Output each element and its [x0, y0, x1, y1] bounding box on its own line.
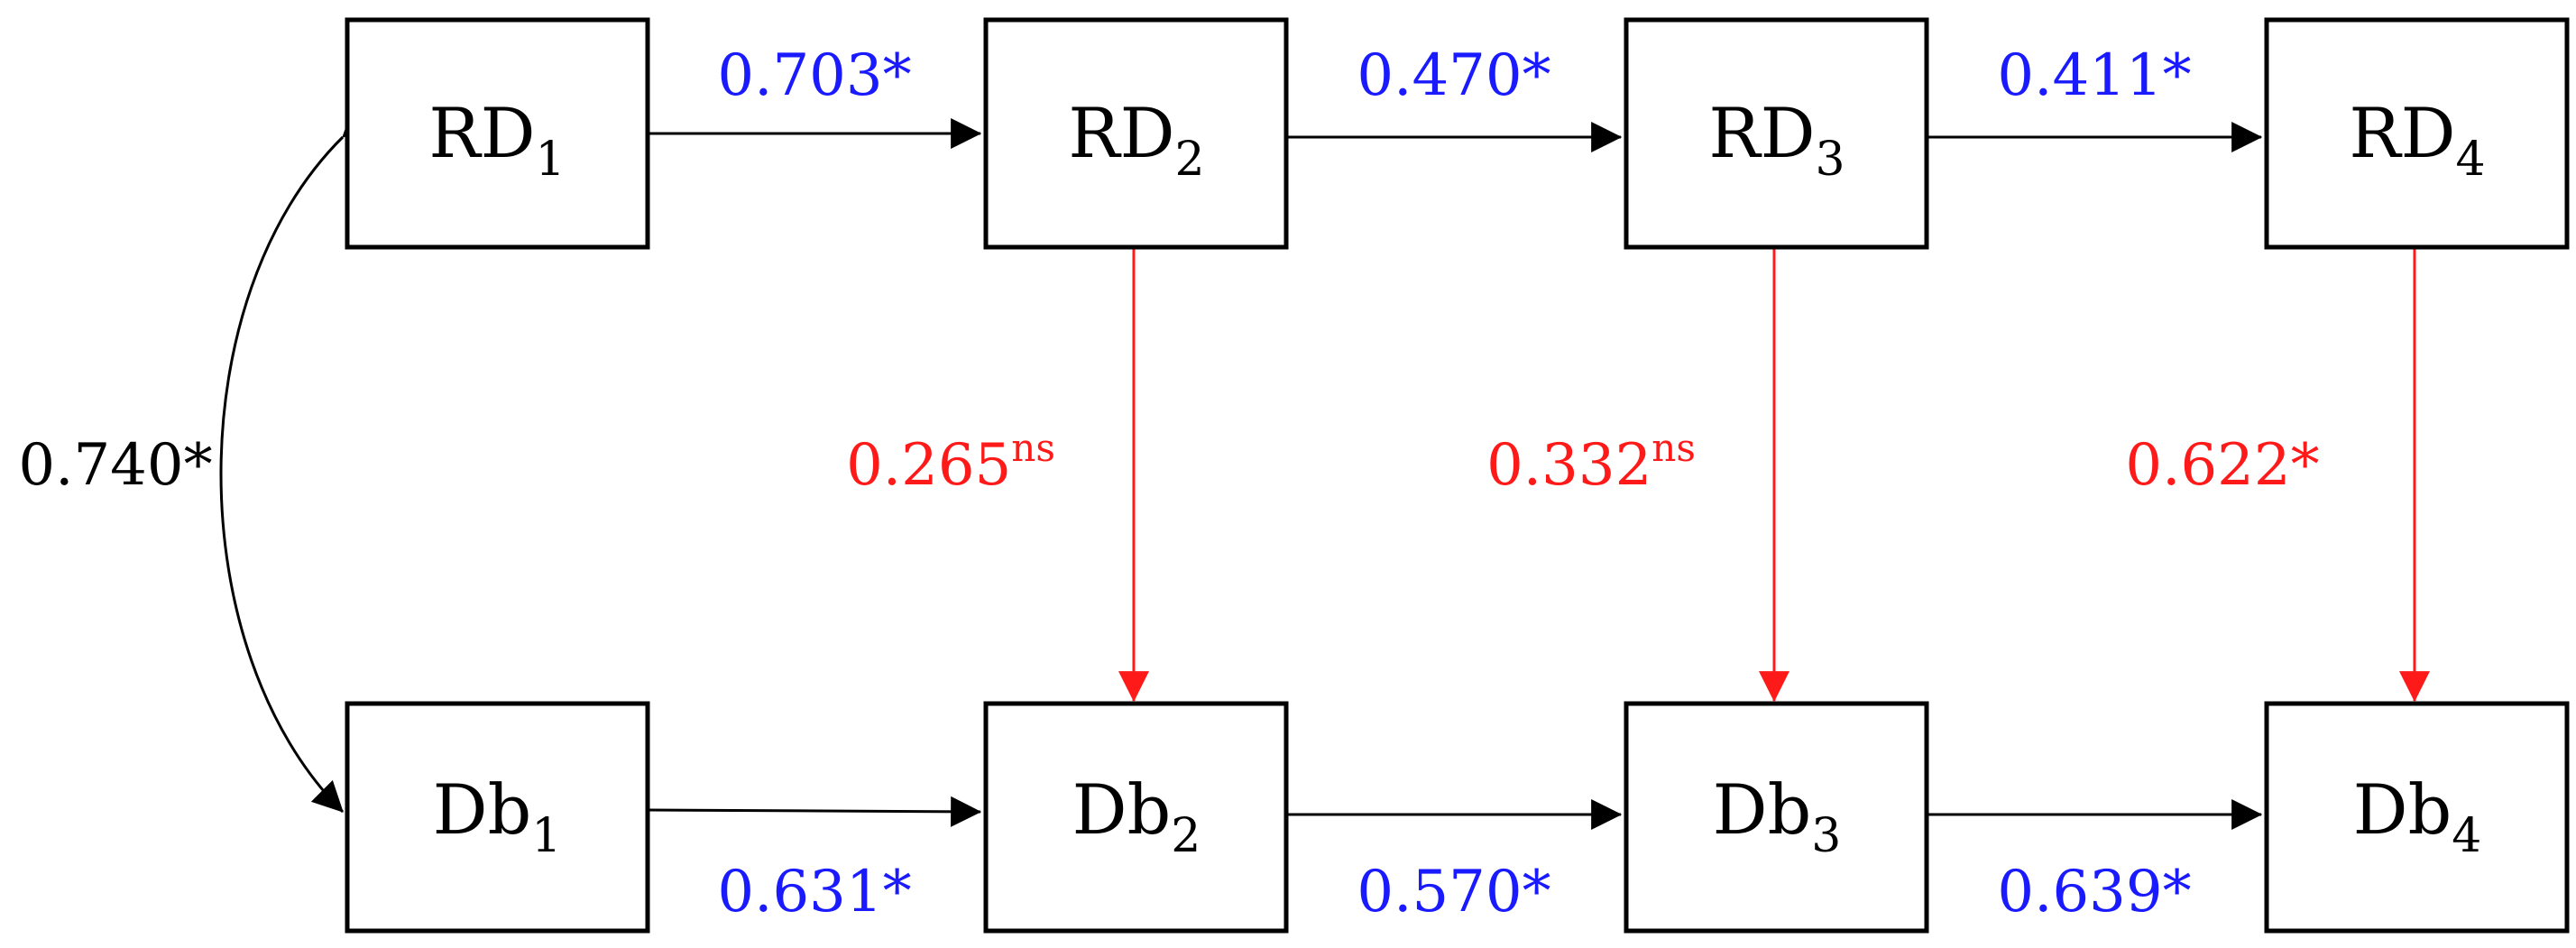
- coef-db2-db3: 0.570*: [1357, 859, 1550, 925]
- svg-text:Db3: Db3: [1713, 769, 1842, 863]
- coef-rd4-db4: 0.622*: [2125, 432, 2319, 499]
- svg-text:RD1: RD1: [428, 93, 565, 187]
- edge-rd1-db1-correlation: [219, 105, 375, 814]
- edge-db1-db2: [647, 796, 982, 827]
- node-db3: Db3: [1624, 701, 1929, 934]
- coef-db3-db4: 0.639*: [1997, 859, 2191, 925]
- node-db2: Db2: [983, 701, 1289, 934]
- coef-rd3-rd4: 0.411*: [1997, 42, 2191, 109]
- svg-text:Db1: Db1: [433, 769, 562, 863]
- node-rd1: RD1: [345, 17, 650, 250]
- svg-text:RD2: RD2: [1068, 93, 1204, 187]
- node-rd4: RD4: [2264, 17, 2570, 250]
- svg-text:RD3: RD3: [1708, 93, 1845, 187]
- svg-text:RD4: RD4: [2349, 93, 2485, 187]
- node-rd2: RD2: [983, 17, 1289, 250]
- node-db4: Db4: [2264, 701, 2570, 934]
- node-rd3: RD3: [1624, 17, 1929, 250]
- coef-rd2-db2: 0.265ns: [846, 426, 1055, 499]
- coef-db1-db2: 0.631*: [717, 859, 911, 925]
- coef-rd3-db3: 0.332ns: [1486, 426, 1696, 499]
- coef-rd1-rd2: 0.703*: [717, 42, 911, 109]
- svg-text:Db2: Db2: [1072, 769, 1201, 863]
- node-db1: Db1: [345, 701, 650, 934]
- svg-text:Db4: Db4: [2353, 769, 2482, 863]
- coef-rd2-rd3: 0.470*: [1357, 42, 1550, 109]
- coef-rd1-db1: 0.740*: [18, 432, 212, 499]
